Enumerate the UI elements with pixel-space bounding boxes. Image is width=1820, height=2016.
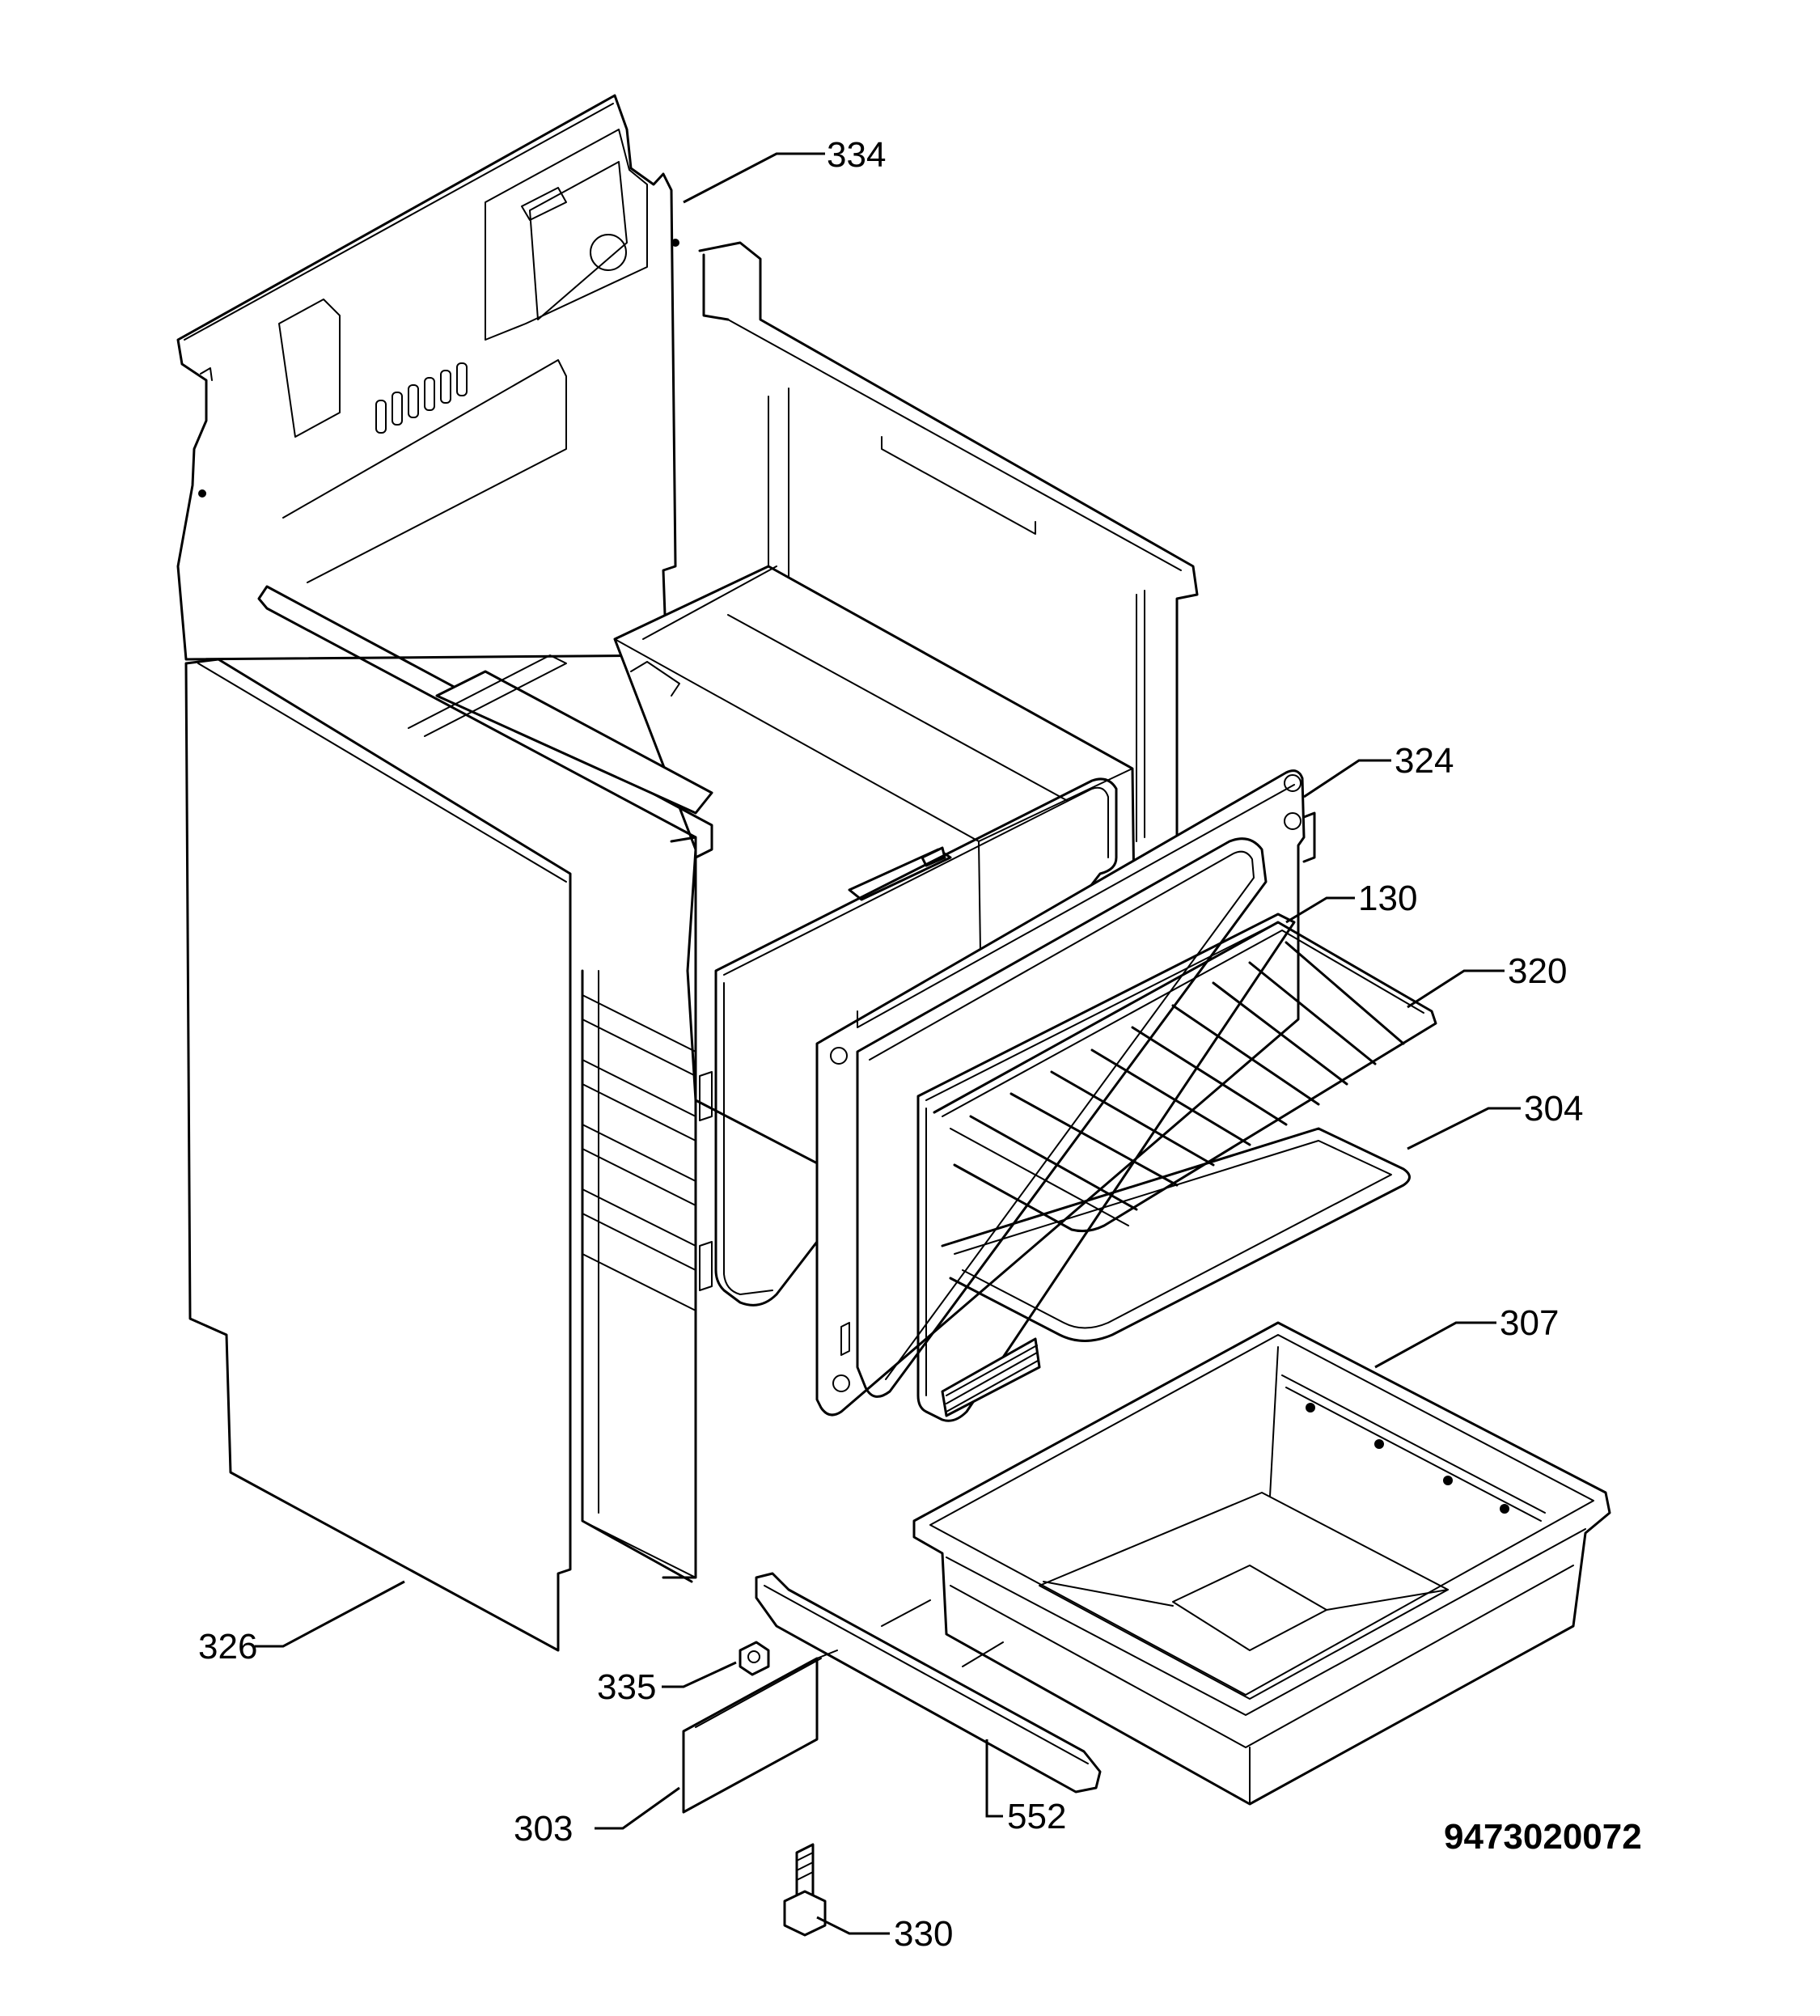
- label-303: 303: [514, 1809, 573, 1849]
- screw-335: [739, 1641, 770, 1676]
- label-130: 130: [1358, 879, 1417, 918]
- document-code: 9473020072: [1444, 1817, 1642, 1857]
- label-330: 330: [894, 1914, 953, 1954]
- plinth-303: [682, 1650, 838, 1814]
- drawer-307: [912, 1321, 1611, 1806]
- wire-shelf-320: [933, 921, 1437, 1233]
- label-324: 324: [1395, 741, 1454, 781]
- back-panel-334: [176, 94, 681, 661]
- door-seal-130: [916, 913, 1296, 1422]
- side-panel-326: [184, 658, 572, 1652]
- label-307: 307: [1500, 1303, 1559, 1343]
- rail-552: [755, 1572, 1102, 1794]
- grill-pan-304: [941, 1127, 1411, 1342]
- label-326: 326: [198, 1627, 257, 1667]
- label-304: 304: [1524, 1089, 1583, 1129]
- screw-330: [783, 1843, 827, 1937]
- door-frame-324: [815, 769, 1316, 1417]
- leader-lines: [255, 152, 1521, 1935]
- label-320: 320: [1508, 951, 1567, 991]
- label-552: 552: [1007, 1797, 1066, 1836]
- oven-frame: [698, 241, 1199, 855]
- label-335: 335: [597, 1667, 656, 1707]
- label-334: 334: [827, 135, 886, 175]
- callout-labels: 334 324 130 320 304 307 326 335 303 552 …: [198, 135, 1642, 1954]
